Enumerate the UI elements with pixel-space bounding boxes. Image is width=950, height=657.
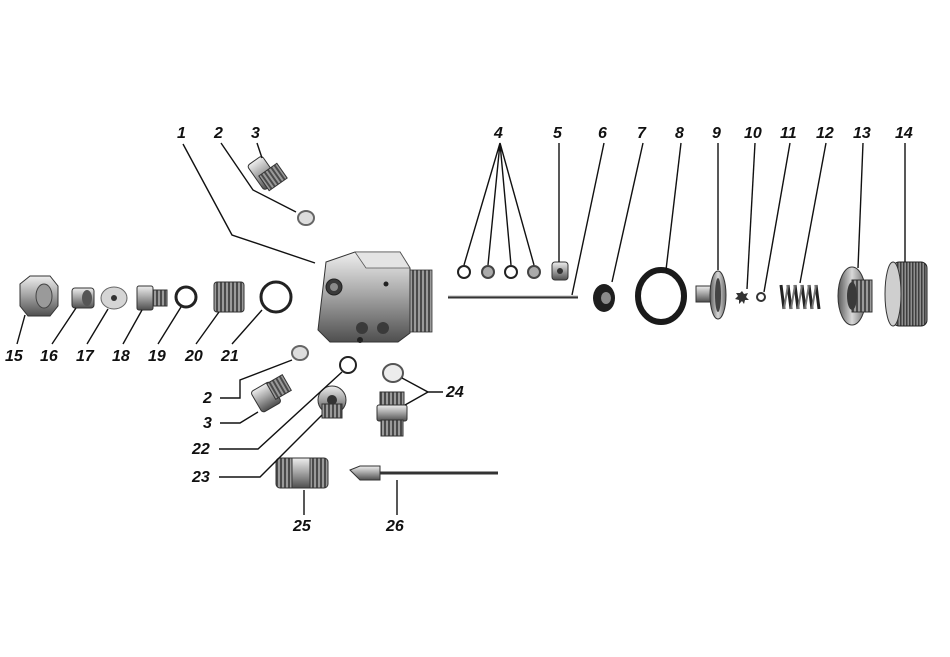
label-3-lower: 3 <box>203 415 212 432</box>
label-3-top: 3 <box>251 125 260 142</box>
part-flat-washer <box>101 287 127 309</box>
part-hex-nut-large <box>20 276 58 316</box>
label-16: 16 <box>40 348 58 365</box>
label-14: 14 <box>895 125 913 142</box>
part-spring <box>781 285 819 309</box>
label-7: 7 <box>637 125 647 142</box>
label-22: 22 <box>191 441 210 458</box>
label-13: 13 <box>853 125 871 142</box>
part-o-ring-small <box>176 287 196 307</box>
part-washer-lower <box>292 346 308 360</box>
part-small-nut <box>552 262 568 280</box>
label-20: 20 <box>184 348 203 365</box>
part-seal-disc <box>593 284 615 312</box>
label-9: 9 <box>712 125 721 142</box>
label-5: 5 <box>553 125 563 142</box>
part-piston <box>696 271 726 319</box>
label-25: 25 <box>292 518 312 535</box>
label-6: 6 <box>598 125 607 142</box>
label-8: 8 <box>675 125 684 142</box>
part-union-nut <box>72 288 94 308</box>
part-body-block <box>318 252 432 343</box>
part-connector-24 <box>377 392 407 436</box>
part-fitting-top <box>247 156 287 191</box>
label-19: 19 <box>148 348 166 365</box>
label-24: 24 <box>445 384 464 401</box>
label-26: 26 <box>385 518 404 535</box>
part-double-nipple <box>276 458 328 488</box>
label-18: 18 <box>112 348 130 365</box>
label-1: 1 <box>177 125 186 142</box>
part-star-washer <box>735 291 749 304</box>
part-sealing-ring-22 <box>340 357 356 373</box>
label-2-top: 2 <box>213 125 223 142</box>
part-fitting-lower <box>250 375 291 413</box>
label-23: 23 <box>191 469 210 486</box>
label-10: 10 <box>744 125 762 142</box>
part-o-ring-medium <box>261 282 291 312</box>
part-seal-set <box>458 266 540 278</box>
label-21: 21 <box>220 348 239 365</box>
label-2-lower: 2 <box>202 390 212 407</box>
part-plug-screw <box>137 286 167 310</box>
label-15: 15 <box>5 348 24 365</box>
part-threaded-cap-insert <box>838 267 872 325</box>
label-12: 12 <box>816 125 834 142</box>
leader-lines <box>17 143 905 515</box>
part-needle-rod <box>448 296 578 297</box>
part-knurled-cap <box>885 262 927 326</box>
label-17: 17 <box>76 348 95 365</box>
part-small-ring <box>757 293 765 301</box>
label-11: 11 <box>780 125 797 142</box>
part-nozzle-needle <box>350 466 498 480</box>
part-washer-top <box>298 211 314 225</box>
part-large-o-ring <box>638 270 684 322</box>
part-ring-24 <box>383 364 403 382</box>
part-threaded-sleeve <box>214 282 244 312</box>
label-4: 4 <box>493 125 503 142</box>
